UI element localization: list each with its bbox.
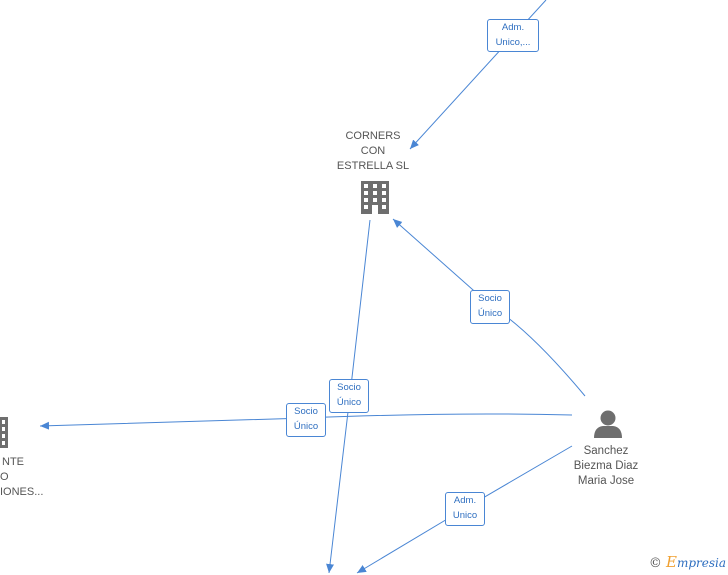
node-name-line: O (0, 471, 9, 483)
node-name-line: Biezma Diaz (573, 460, 639, 472)
copyright-symbol: © (648, 556, 662, 571)
node-name-line: CORNERS (345, 130, 401, 142)
node-label-person[interactable]: Sanchez Biezma Diaz Maria Jose (561, 444, 651, 489)
edge-label-line: Socio (478, 293, 502, 304)
edge-label-person-to-corners[interactable]: Socio Único (470, 290, 510, 324)
empresia-watermark: © Empresia (649, 553, 726, 571)
edge-label-line: Socio (337, 382, 361, 393)
node-name-line: Maria Jose (577, 475, 635, 487)
brand-name: mpresia (676, 556, 726, 570)
edge-label-line: Unico (452, 509, 478, 521)
node-name-line: NTE (2, 456, 24, 468)
node-name-line: CON (360, 145, 386, 157)
edge-label-line: Unico,... (495, 36, 531, 48)
building-icon[interactable] (0, 417, 8, 448)
edge-label-person-to-bottom[interactable]: Adm. Unico (445, 492, 485, 526)
person-icon[interactable] (594, 410, 622, 439)
node-name-line: IONES... (0, 486, 44, 498)
node-name-line: Sanchez (583, 445, 629, 457)
edge-label-person-to-left[interactable]: Socio Único (286, 403, 326, 437)
edge-label-line: Único (336, 396, 362, 408)
node-label-left-company[interactable]: NTE O IONES... (0, 455, 60, 500)
edge-label-line: Adm. (453, 495, 477, 506)
node-name-line: ESTRELLA SL (336, 160, 410, 172)
edge-label-line: Único (293, 420, 319, 432)
edge-label-line: Socio (294, 406, 318, 417)
edge-label-line: Único (477, 307, 503, 319)
edge-label-top-adm[interactable]: Adm. Unico,... (487, 19, 539, 52)
edge-person-to-left[interactable] (39, 413, 573, 430)
node-label-corners[interactable]: CORNERS CON ESTRELLA SL (333, 129, 413, 174)
building-icon[interactable] (361, 181, 389, 214)
edge-label-line: Adm. (501, 22, 525, 33)
brand-initial: E (665, 553, 677, 571)
edge-label-corners-to-bottom[interactable]: Socio Único (329, 379, 369, 413)
